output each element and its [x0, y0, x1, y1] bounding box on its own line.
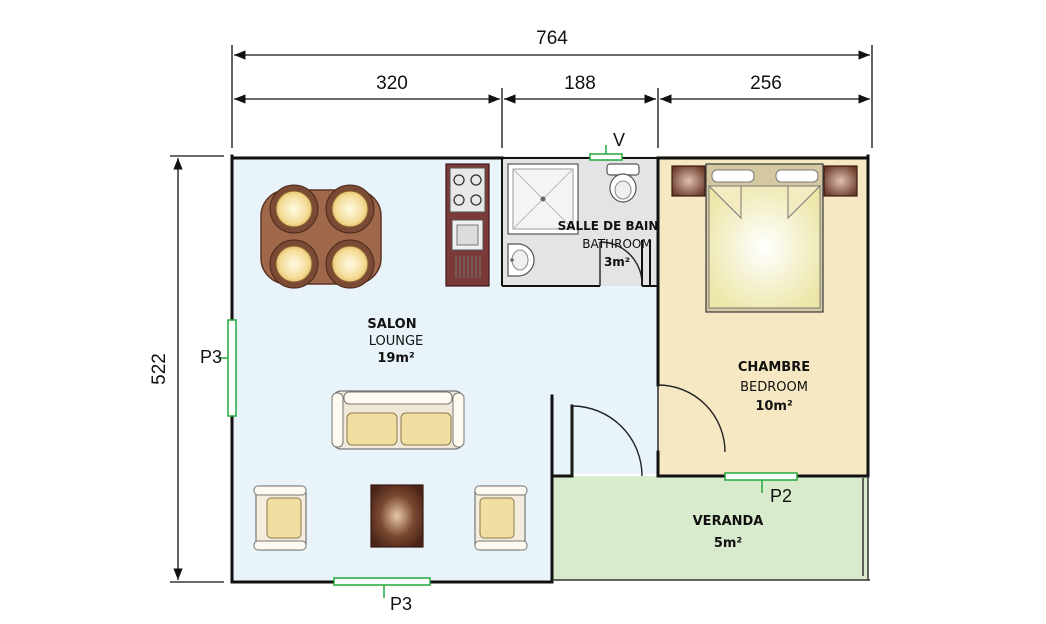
veranda-floor: [552, 476, 868, 580]
bedroom-name-en: BEDROOM: [740, 380, 808, 395]
bathroom-walls: [501, 157, 658, 287]
window-bedroom-label: P2: [770, 486, 792, 506]
veranda-name: VERANDA: [693, 514, 764, 529]
dining-table-with-chairs-icon: [260, 184, 382, 289]
bathroom-name-fr: SALLE DE BAIN: [558, 219, 659, 233]
bedroom-name-fr: CHAMBRE: [738, 360, 810, 375]
nightstand-right-icon: [823, 165, 858, 197]
dimension-bedroom-width: 256: [750, 73, 782, 94]
toilet-icon: [606, 163, 640, 203]
coffee-table-rug-icon: [370, 484, 424, 548]
window-bottom: [333, 577, 431, 598]
armchair-left-icon: [253, 485, 307, 551]
dimension-lines: [170, 45, 873, 583]
dimension-height: 522: [149, 353, 170, 385]
dimension-total-width: 764: [536, 28, 568, 49]
armchair-right-icon: [474, 485, 528, 551]
sink-icon: [507, 243, 535, 277]
window-bottom-label: P3: [390, 594, 412, 614]
vent-window: [589, 145, 623, 161]
bathroom-area: 3m²: [604, 255, 630, 269]
nightstand-left-icon: [671, 165, 706, 197]
bedroom-door: [657, 384, 726, 453]
dimension-bathroom-width: 188: [564, 73, 596, 94]
bathroom-door: [599, 241, 643, 287]
lounge-area: 19m²: [377, 351, 414, 366]
window-left: [218, 319, 237, 417]
vent-label: V: [613, 130, 625, 150]
window-bedroom: [724, 472, 798, 493]
veranda-outline: [552, 476, 870, 581]
shower-icon: [507, 163, 579, 235]
bedroom-area: 10m²: [755, 399, 792, 414]
kitchen-counter-icon: [445, 163, 490, 287]
lounge-name-fr: SALON: [367, 317, 416, 332]
veranda-door: [571, 405, 643, 477]
dimension-lounge-width: 320: [376, 73, 408, 94]
double-bed-icon: [705, 163, 824, 313]
sofa-icon: [331, 390, 465, 450]
bathroom-name-en: BATHROOM: [582, 237, 651, 251]
lounge-name-en: LOUNGE: [369, 334, 424, 349]
veranda-area: 5m²: [714, 536, 742, 551]
window-left-label: P3: [200, 347, 222, 367]
